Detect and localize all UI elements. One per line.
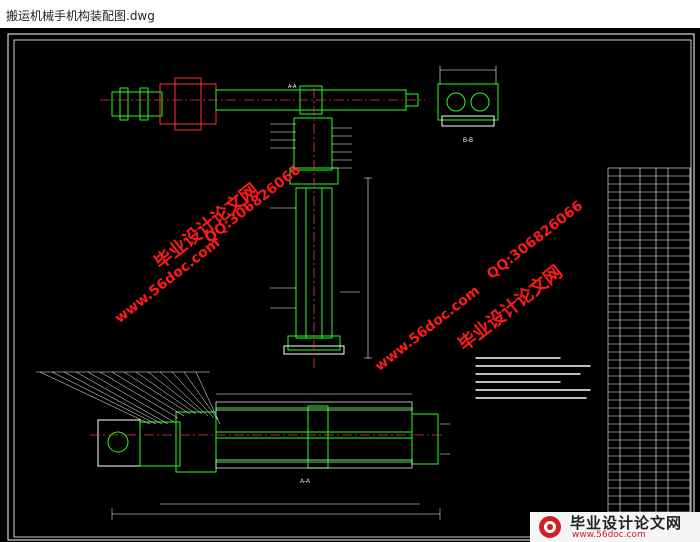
section-label-lower: A-A — [300, 479, 310, 485]
section-label-bb: B-B — [463, 138, 473, 144]
lower-frame — [215, 401, 413, 469]
site-logo: 毕业设计论文网 www.56doc.com — [530, 512, 700, 542]
cad-viewport[interactable]: B-B A-A A-A — [0, 28, 700, 542]
logo-url: www.56doc.com — [572, 530, 646, 540]
title-bar: 搬运机械手机构装配图.dwg — [0, 0, 700, 28]
section-label-upper: A-A — [288, 84, 297, 90]
logo-text: 毕业设计论文网 — [570, 514, 683, 532]
inner-frame — [13, 39, 692, 538]
assembly-drawing: B-B A-A A-A — [7, 33, 695, 541]
logo-icon — [539, 516, 561, 538]
vertical-dimension — [364, 177, 372, 359]
parts-list — [607, 167, 691, 537]
lower-leader-lines — [36, 371, 221, 425]
upper-arm — [111, 77, 419, 131]
window-title: 搬运机械手机构装配图.dwg — [6, 9, 155, 23]
section-bb — [437, 83, 499, 127]
lower-assembly — [97, 405, 439, 473]
technical-notes — [475, 357, 591, 399]
lower-dimensions — [111, 393, 450, 520]
outer-frame — [7, 33, 695, 541]
section-bb-dimension — [439, 66, 497, 84]
column-leader-lines — [270, 123, 360, 309]
